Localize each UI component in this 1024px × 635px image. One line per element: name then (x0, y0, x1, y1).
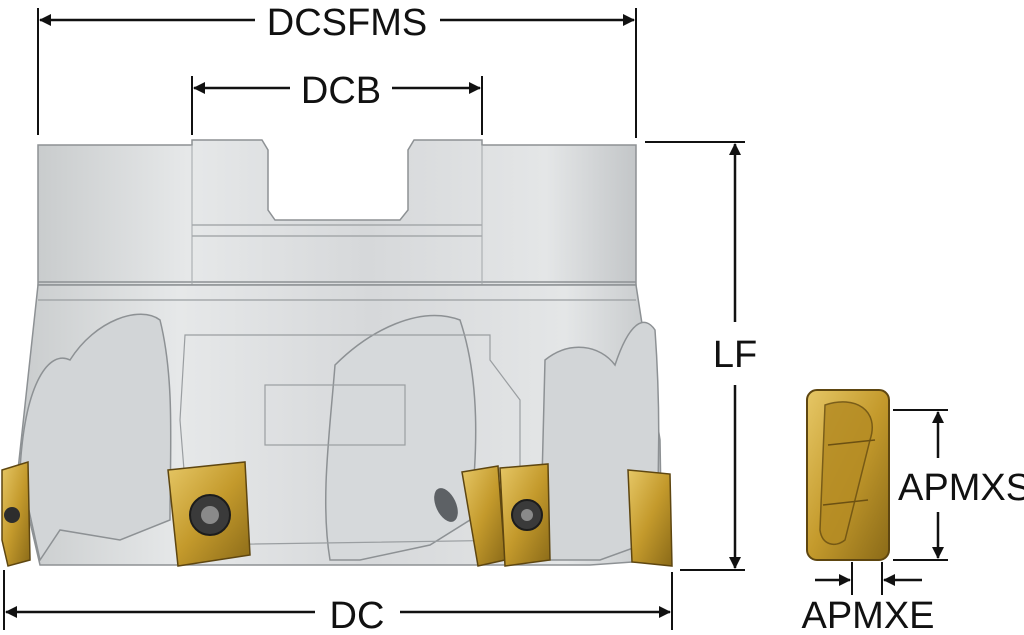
dimension-apmxe: APMXE (801, 562, 935, 635)
dimension-apmxs: APMXS (893, 409, 1024, 561)
insert-right (627, 469, 673, 567)
apmxs-label: APMXS (898, 467, 1024, 509)
insert-detail (806, 389, 890, 561)
insert-front (167, 461, 251, 567)
dimension-dc: DC (3, 570, 673, 635)
dimension-dcsfms: DCSFMS (37, 2, 637, 138)
insert-left (1, 460, 31, 567)
dc-label: DC (330, 595, 385, 635)
cutter-body (17, 139, 663, 566)
cutter-top-section (37, 139, 637, 286)
coolant-hole (434, 488, 458, 522)
dcsfms-label: DCSFMS (267, 2, 427, 44)
dcb-label: DCB (301, 70, 381, 112)
dimension-dcb: DCB (191, 70, 483, 135)
flute-center (324, 314, 477, 561)
apmxe-label: APMXE (801, 595, 934, 635)
lf-label: LF (713, 334, 757, 376)
cutter-inserts (1, 460, 673, 567)
center-recess (264, 384, 406, 446)
dimension-lf: LF (645, 141, 757, 571)
insert-center (499, 463, 551, 567)
screw-icon (4, 507, 20, 523)
